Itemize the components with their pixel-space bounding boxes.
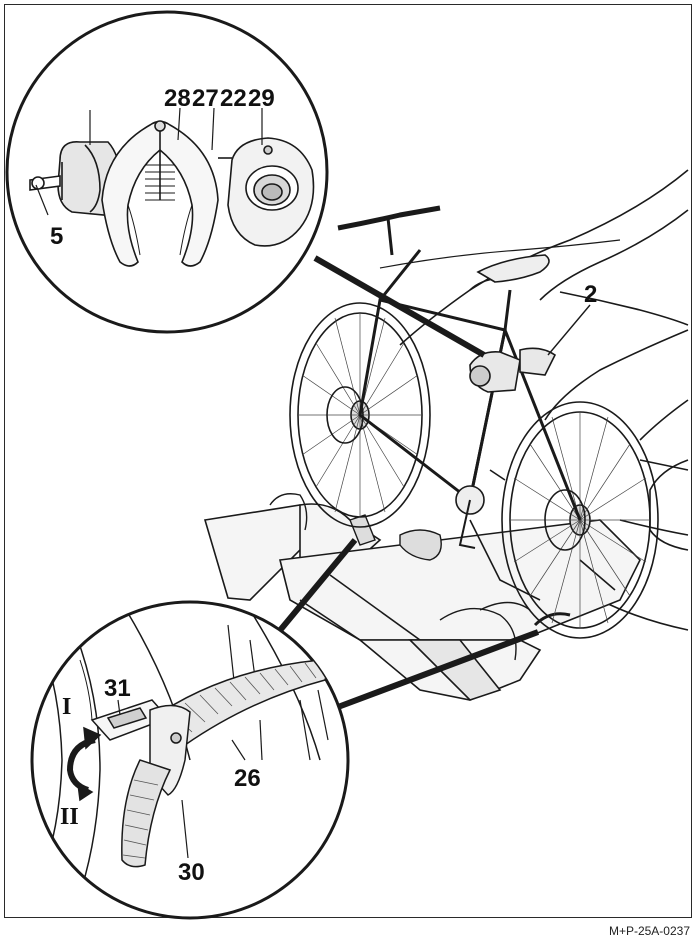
detail-circle-bottom [30,600,350,920]
callout-29: 29 [248,85,275,112]
carrier-base [203,503,641,701]
callout-2: 2 [584,281,597,308]
leader-line-2 [547,304,591,356]
callout-I: I [62,694,71,720]
callout-26: 26 [234,765,261,792]
callout-30: 30 [178,859,205,886]
detail-circle-top [5,10,329,334]
callout-22: 22 [220,85,247,112]
callout-31: 31 [104,675,131,702]
callout-labels: 28 27 22 29 5 2 31 I II 26 30 [50,85,597,886]
figure-reference: M+P-25A-0237 [608,924,690,938]
callout-II: II [60,804,79,830]
callout-27: 27 [192,85,219,112]
figure-frame [4,4,692,918]
callout-5: 5 [50,223,63,250]
callout-28: 28 [164,85,191,112]
bicycle [289,205,659,639]
leader-lines [269,255,540,713]
